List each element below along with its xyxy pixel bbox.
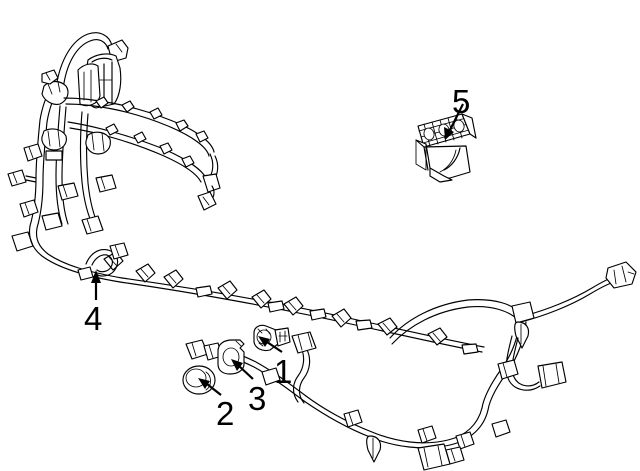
callout-label-5: 5 <box>452 83 471 120</box>
harness-clip-row-lower <box>105 123 195 168</box>
upper-harness-assembly <box>7 32 221 252</box>
harness-clip-row-main <box>103 251 448 346</box>
callout-arrows <box>91 103 464 396</box>
right-harness-branch <box>185 261 637 471</box>
harness-clip-row-right-lower <box>261 367 511 450</box>
harness-clip-4 <box>77 242 129 281</box>
sensor-retainer <box>217 339 245 375</box>
main-harness-run <box>28 225 485 355</box>
park-assist-sensor <box>182 365 216 395</box>
callout-label-3: 3 <box>248 380 267 417</box>
callout-label-4: 4 <box>84 300 103 337</box>
callout-label-2: 2 <box>216 395 235 432</box>
harness-clip-row-upper <box>95 96 209 143</box>
mesh-bracket <box>415 113 477 183</box>
callout-label-1: 1 <box>274 353 293 390</box>
